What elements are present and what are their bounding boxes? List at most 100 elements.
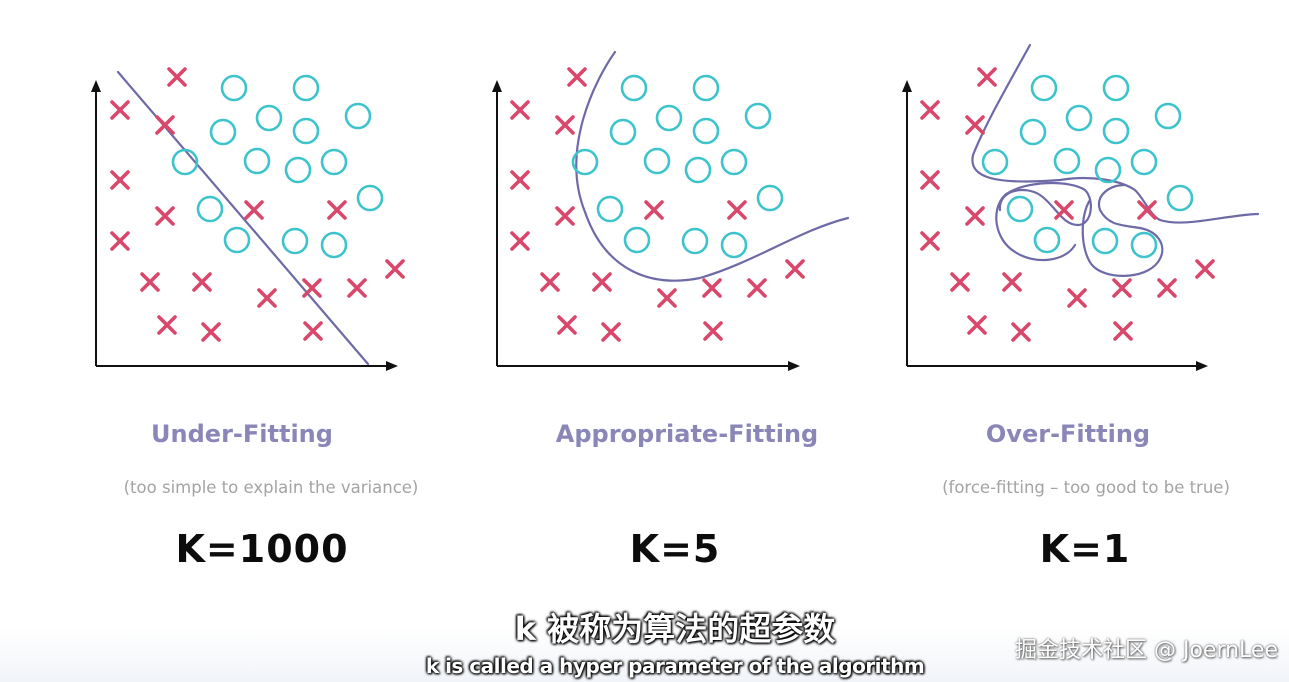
circle-marker <box>681 227 709 255</box>
cross-marker <box>244 200 264 220</box>
circle-marker <box>196 195 224 223</box>
cross-marker <box>747 278 767 298</box>
circle-marker <box>344 102 372 130</box>
circle-marker <box>1033 226 1061 254</box>
cross-marker <box>920 231 940 251</box>
cross-marker <box>1112 278 1132 298</box>
cross-marker <box>385 259 405 279</box>
circle-marker <box>684 156 712 184</box>
cross-marker <box>302 278 322 298</box>
cross-marker <box>727 200 747 220</box>
cross-marker <box>1011 322 1031 342</box>
cross-marker <box>510 170 530 190</box>
cross-marker <box>1002 272 1022 292</box>
x-axis-arrow-icon <box>788 361 800 371</box>
circle-marker <box>720 231 748 259</box>
appropriate-fitting-plot <box>492 50 850 371</box>
cross-marker <box>510 100 530 120</box>
video-subtitle-chinese: k 被称为算法的超参数 <box>514 610 836 648</box>
cross-marker <box>1067 288 1087 308</box>
circle-marker <box>1030 74 1058 102</box>
cross-marker <box>192 272 212 292</box>
bottom-band <box>0 628 1289 682</box>
cross-marker <box>327 200 347 220</box>
cross-marker <box>140 272 160 292</box>
cross-marker <box>920 100 940 120</box>
under-fitting-plot <box>91 67 405 371</box>
cross-marker <box>155 115 175 135</box>
cross-marker <box>155 206 175 226</box>
k-value-label-appropriate-fitting: K=5 <box>629 527 721 571</box>
x-axis-arrow-icon <box>1196 361 1208 371</box>
circle-marker <box>1102 74 1130 102</box>
cross-marker <box>157 315 177 335</box>
cross-marker <box>950 272 970 292</box>
panel-title-over-fitting: Over-Fitting <box>985 420 1151 448</box>
cross-marker <box>347 278 367 298</box>
circle-marker <box>623 226 651 254</box>
circle-marker <box>596 195 624 223</box>
circle-marker <box>281 227 309 255</box>
circle-marker <box>720 148 748 176</box>
circle-marker <box>1094 156 1122 184</box>
circle-marker <box>320 231 348 259</box>
circle-marker <box>255 104 283 132</box>
cross-marker <box>540 272 560 292</box>
y-axis-arrow-icon <box>91 80 101 92</box>
circle-marker <box>220 74 248 102</box>
circle-marker <box>981 148 1009 176</box>
circle-marker <box>1130 148 1158 176</box>
x-axis-arrow-icon <box>386 361 398 371</box>
circle-marker <box>284 156 312 184</box>
cross-marker <box>967 315 987 335</box>
cross-marker <box>555 206 575 226</box>
cross-marker <box>703 321 723 341</box>
cross-marker <box>965 115 985 135</box>
decision-boundary <box>971 43 1260 224</box>
circle-marker <box>292 117 320 145</box>
circle-marker <box>1065 104 1093 132</box>
cross-marker <box>1137 200 1157 220</box>
circle-marker <box>1130 231 1158 259</box>
circle-marker <box>620 74 648 102</box>
cross-marker <box>1113 321 1133 341</box>
cross-marker <box>592 272 612 292</box>
y-axis-arrow-icon <box>902 80 912 92</box>
circle-marker <box>223 226 251 254</box>
circle-marker <box>643 147 671 175</box>
cross-marker <box>257 288 277 308</box>
decision-boundary-loop-2 <box>1081 183 1164 277</box>
circle-marker <box>692 117 720 145</box>
cross-marker <box>567 67 587 87</box>
cross-marker <box>1157 278 1177 298</box>
circle-marker <box>1091 227 1119 255</box>
circle-marker <box>655 104 683 132</box>
circle-marker <box>1154 102 1182 130</box>
y-axis-arrow-icon <box>492 80 502 92</box>
circle-marker <box>171 148 199 176</box>
circle-marker <box>356 184 384 212</box>
circle-marker <box>1166 184 1194 212</box>
cross-marker <box>601 322 621 342</box>
k-value-label-under-fitting: K=1000 <box>175 527 349 571</box>
circle-marker <box>320 148 348 176</box>
cross-marker <box>644 200 664 220</box>
circle-marker <box>571 148 599 176</box>
circle-marker <box>292 74 320 102</box>
circle-marker <box>756 184 784 212</box>
panel-subtitle-over-fitting: (force-fitting – too good to be true) <box>942 478 1230 497</box>
cross-marker <box>965 206 985 226</box>
cross-marker <box>110 170 130 190</box>
cross-marker <box>555 115 575 135</box>
panel-title-under-fitting: Under-Fitting <box>151 420 333 448</box>
cross-marker <box>1195 259 1215 279</box>
cross-marker <box>510 231 530 251</box>
axis-lines <box>95 85 394 367</box>
panel-title-appropriate-fitting: Appropriate-Fitting <box>555 420 819 448</box>
watermark: 掘金技术社区 @ JoernLee <box>1014 638 1278 663</box>
cross-marker <box>1054 200 1074 220</box>
axis-lines <box>906 85 1204 367</box>
cross-marker <box>977 67 997 87</box>
cross-marker <box>702 278 722 298</box>
